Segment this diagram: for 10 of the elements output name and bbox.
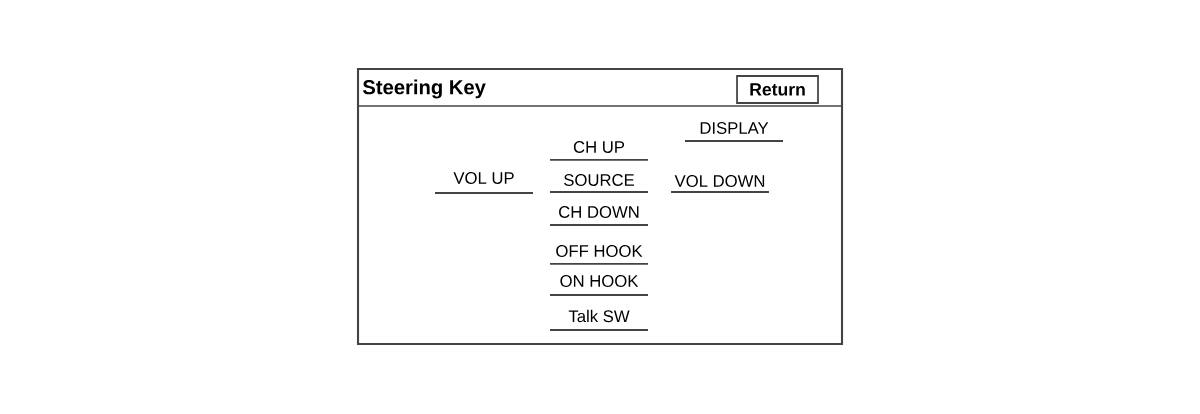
key-field: CH UP — [549, 141, 649, 161]
key-field: OFF HOOK — [549, 245, 649, 265]
key-field: VOL DOWN — [670, 175, 770, 193]
key-field: SOURCE — [549, 174, 649, 193]
key-field: DISPLAY — [684, 122, 784, 142]
key-field: VOL UP — [434, 172, 534, 194]
key-field: CH DOWN — [549, 206, 649, 226]
key-field: Talk SW — [549, 309, 649, 331]
return-button: Return — [736, 75, 819, 104]
key-field: ON HOOK — [549, 275, 649, 296]
